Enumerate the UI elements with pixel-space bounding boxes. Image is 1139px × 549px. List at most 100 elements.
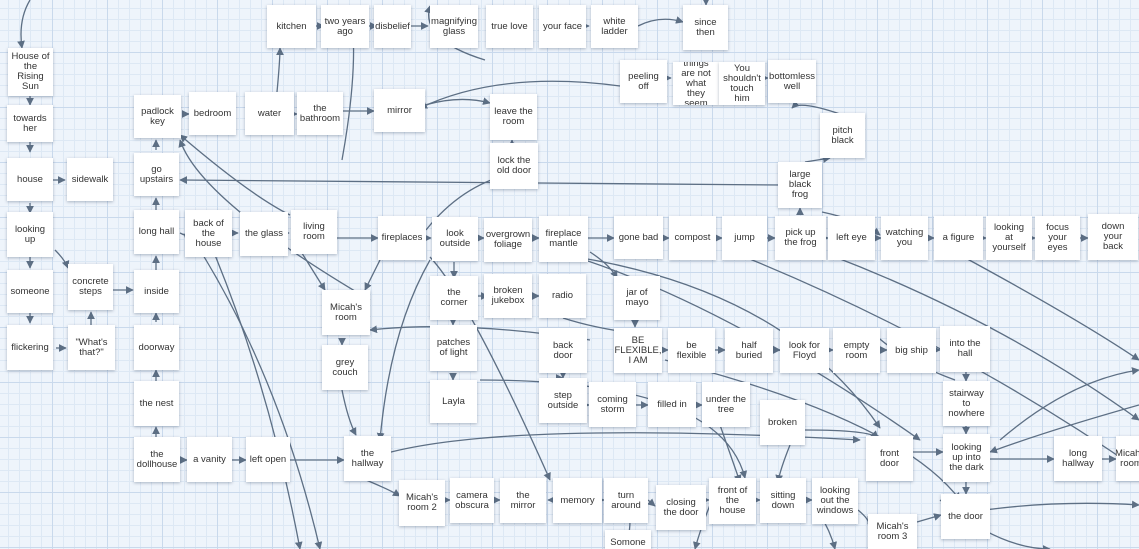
node-disbelief[interactable]: disbelief xyxy=(374,5,411,48)
node-fireplaces[interactable]: fireplaces xyxy=(378,216,426,260)
node-a-vanity[interactable]: a vanity xyxy=(187,437,232,482)
node-living-room[interactable]: living room xyxy=(291,210,337,254)
node-bedroom[interactable]: bedroom xyxy=(189,92,236,135)
node-back-of-house[interactable]: back of the house xyxy=(185,210,232,257)
node-the-nest[interactable]: the nest xyxy=(134,381,179,426)
node-the-bathroom[interactable]: the bathroom xyxy=(297,92,343,135)
node-coming-storm[interactable]: coming storm xyxy=(589,382,636,427)
node-compost[interactable]: compost xyxy=(669,216,716,260)
node-big-ship[interactable]: big ship xyxy=(887,328,936,373)
node-the-hallway[interactable]: the hallway xyxy=(344,436,391,481)
node-the-corner[interactable]: the corner xyxy=(430,276,478,320)
node-padlock-key[interactable]: padlock key xyxy=(134,95,181,138)
link xyxy=(299,249,326,291)
node-micahs-room-2[interactable]: Micah's room 2 xyxy=(399,480,445,526)
node-true-love[interactable]: true love xyxy=(486,5,533,48)
node-pitch-black[interactable]: pitch black xyxy=(820,113,865,158)
node-layla[interactable]: Layla xyxy=(430,380,477,423)
node-watching-you[interactable]: watching you xyxy=(881,216,928,260)
node-looking-up[interactable]: looking up xyxy=(7,212,53,257)
link xyxy=(179,176,781,186)
node-whats-that[interactable]: "What's that?" xyxy=(68,325,115,370)
node-a-figure[interactable]: a figure xyxy=(934,216,983,260)
node-long-hallway[interactable]: long hallway xyxy=(1054,436,1102,481)
node-empty-room[interactable]: empty room xyxy=(833,328,880,373)
node-jump[interactable]: jump xyxy=(722,216,767,260)
node-looking-out-windows[interactable]: looking out the windows xyxy=(812,478,858,524)
node-look-outside[interactable]: look outside xyxy=(432,217,478,261)
node-half-buried[interactable]: half buried xyxy=(725,328,773,373)
node-the-mirror[interactable]: the mirror xyxy=(500,478,546,523)
node-broken-jukebox[interactable]: broken jukebox xyxy=(484,274,532,318)
node-leave-room[interactable]: leave the room xyxy=(490,94,537,140)
node-inside[interactable]: inside xyxy=(134,270,179,313)
node-micahs-room-edge[interactable]: Micah's room xyxy=(1116,436,1139,481)
node-left-open[interactable]: left open xyxy=(246,437,290,482)
node-peeling-off[interactable]: peeling off xyxy=(620,60,667,103)
node-house-rising-sun[interactable]: House of the Rising Sun xyxy=(8,48,53,96)
node-radio[interactable]: radio xyxy=(539,274,586,318)
node-water[interactable]: water xyxy=(245,92,294,135)
node-flickering[interactable]: flickering xyxy=(7,325,53,370)
node-large-black-frog[interactable]: large black frog xyxy=(778,162,822,208)
node-things-not[interactable]: things are not what they seem xyxy=(673,62,719,105)
node-you-shouldnt[interactable]: You shouldn't touch him xyxy=(719,62,765,105)
node-micahs-room-3[interactable]: Micah's room 3 xyxy=(868,514,917,549)
node-micahs-room[interactable]: Micah's room xyxy=(322,290,370,335)
link xyxy=(916,513,942,523)
node-lock-old-door[interactable]: lock the old door xyxy=(490,143,538,189)
node-white-ladder[interactable]: white ladder xyxy=(591,5,638,48)
node-the-dollhouse[interactable]: the dollhouse xyxy=(134,437,180,482)
node-the-door[interactable]: the door xyxy=(941,494,990,539)
node-be-flexible[interactable]: be flexible xyxy=(668,328,715,373)
node-concrete-steps[interactable]: concrete steps xyxy=(68,264,113,310)
node-under-the-tree[interactable]: under the tree xyxy=(702,382,750,427)
node-sidewalk[interactable]: sidewalk xyxy=(67,158,113,201)
node-camera-obscura[interactable]: camera obscura xyxy=(450,478,494,523)
node-since-then[interactable]: since then xyxy=(683,5,728,50)
node-turn-around[interactable]: turn around xyxy=(604,478,648,523)
node-doorway[interactable]: doorway xyxy=(134,325,179,370)
node-long-hall[interactable]: long hall xyxy=(134,210,179,254)
node-sitting-down[interactable]: sitting down xyxy=(760,478,806,523)
node-towards-her[interactable]: towards her xyxy=(7,105,53,142)
node-back-door[interactable]: back door xyxy=(539,328,587,373)
node-focus-eyes[interactable]: focus your eyes xyxy=(1035,216,1080,260)
node-looking-up-dark[interactable]: looking up into the dark xyxy=(943,434,990,482)
node-label: Layla xyxy=(442,395,465,407)
node-kitchen[interactable]: kitchen xyxy=(267,5,316,48)
node-two-years-ago[interactable]: two years ago xyxy=(321,5,369,48)
node-look-for-floyd[interactable]: look for Floyd xyxy=(780,328,829,373)
link xyxy=(429,256,551,481)
node-broken[interactable]: broken xyxy=(760,400,805,445)
node-pick-up-frog[interactable]: pick up the frog xyxy=(775,216,826,260)
node-left-eye[interactable]: left eye xyxy=(828,216,875,260)
node-front-door[interactable]: front door xyxy=(866,436,913,481)
node-looking-at-yourself[interactable]: looking at yourself xyxy=(986,216,1032,260)
node-bottomless-well[interactable]: bottomless well xyxy=(768,60,816,103)
node-front-of-house[interactable]: front of the house xyxy=(709,478,756,524)
node-overgrown-foliage[interactable]: overgrown foliage xyxy=(484,218,532,262)
node-fireplace-mantle[interactable]: fireplace mantle xyxy=(539,216,588,262)
node-patches-of-light[interactable]: patches of light xyxy=(430,325,477,371)
node-closing-door[interactable]: closing the door xyxy=(656,485,706,530)
node-gone-bad[interactable]: gone bad xyxy=(614,216,663,259)
node-filled-in[interactable]: filled in xyxy=(648,382,696,427)
node-house[interactable]: house xyxy=(7,158,53,201)
node-somone[interactable]: Somone xyxy=(605,530,651,549)
node-stairway-nowhere[interactable]: stairway to nowhere xyxy=(943,381,990,426)
node-grey-couch[interactable]: grey couch xyxy=(322,345,368,390)
node-be-flexible-i-am[interactable]: BE FLEXIBLE, I AM xyxy=(614,328,662,373)
node-into-the-hall[interactable]: into the hall xyxy=(940,326,990,372)
node-go-upstairs[interactable]: go upstairs xyxy=(134,153,179,196)
node-magnifying-glass[interactable]: magnifying glass xyxy=(430,5,478,48)
node-mirror[interactable]: mirror xyxy=(374,89,425,132)
node-someone[interactable]: someone xyxy=(7,270,53,313)
node-jar-of-mayo[interactable]: jar of mayo xyxy=(614,276,660,320)
node-step-outside[interactable]: step outside xyxy=(539,378,587,423)
node-the-glass[interactable]: the glass xyxy=(240,212,288,256)
node-memory[interactable]: memory xyxy=(553,478,602,523)
node-down-your-back[interactable]: down your back xyxy=(1088,214,1138,260)
node-your-face[interactable]: your face xyxy=(539,5,586,48)
